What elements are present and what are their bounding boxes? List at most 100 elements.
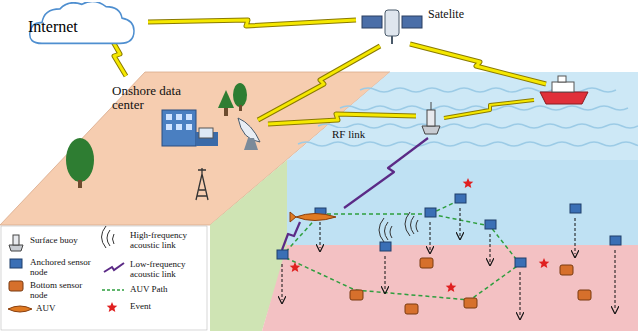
bottom-sensor-nodes bbox=[350, 258, 591, 314]
satellite bbox=[362, 10, 422, 44]
radio-tower-part bbox=[196, 168, 208, 200]
trees-part bbox=[239, 105, 242, 111]
events-part bbox=[446, 282, 457, 292]
radio-links-part bbox=[410, 44, 546, 84]
bottom-sensor-nodes-part bbox=[420, 258, 433, 268]
satellite-part bbox=[402, 16, 422, 28]
bottom-sensor-nodes-part bbox=[578, 290, 591, 300]
acoustic-links-part bbox=[344, 138, 428, 208]
data-center bbox=[162, 90, 234, 146]
anchor-lines-part bbox=[575, 218, 576, 254]
legend-symbols-part bbox=[13, 235, 19, 245]
anchor-lines-part bbox=[320, 222, 321, 248]
legend-symbols-part bbox=[8, 306, 32, 312]
anchored-sensor-nodes bbox=[277, 194, 621, 267]
anchored-sensor-nodes-part bbox=[610, 236, 621, 245]
radio-links-part bbox=[148, 20, 356, 26]
acoustic-links-part bbox=[379, 218, 392, 242]
radio-links-part bbox=[148, 20, 356, 26]
data-center-part bbox=[186, 114, 192, 120]
legend-symbols-part bbox=[10, 259, 22, 268]
ship-part bbox=[552, 82, 574, 92]
anchor-lines-part bbox=[520, 272, 521, 316]
anchored-sensor-nodes-part bbox=[277, 250, 288, 259]
trees-part bbox=[233, 83, 247, 107]
radio-links-part bbox=[112, 40, 126, 76]
radio-links-part bbox=[112, 40, 126, 76]
water-body bbox=[210, 160, 638, 331]
surface-buoy-part bbox=[427, 110, 435, 126]
legend-symbols bbox=[8, 226, 124, 312]
anchored-sensor-nodes-part bbox=[485, 220, 496, 229]
data-center-part bbox=[199, 128, 213, 138]
anchor-lines-part bbox=[282, 264, 283, 300]
acoustic-links-part bbox=[405, 212, 418, 236]
legend-symbols-part bbox=[9, 245, 23, 251]
auv-path-part bbox=[282, 214, 520, 300]
auv-part bbox=[296, 214, 336, 221]
radio-links-part bbox=[444, 100, 534, 118]
anchored-sensor-nodes-part bbox=[570, 204, 581, 213]
label-text: Satelite bbox=[428, 8, 464, 21]
label-text: Onshore data center bbox=[112, 84, 194, 113]
satellite-part bbox=[385, 10, 399, 36]
ship-part bbox=[558, 76, 566, 82]
node-text-wrap: Internet bbox=[28, 2, 138, 36]
events bbox=[290, 178, 550, 292]
anchor-lines-part bbox=[490, 234, 491, 262]
anchor-lines bbox=[282, 208, 615, 316]
data-center-part bbox=[162, 110, 196, 146]
legend-text: AUV Path bbox=[130, 285, 204, 295]
acoustic-links bbox=[282, 138, 428, 250]
radio-tower bbox=[196, 168, 208, 200]
node-title: Internet bbox=[28, 18, 138, 36]
bottom-sensor-nodes-part bbox=[464, 298, 477, 308]
anchor-lines-part bbox=[430, 222, 431, 250]
legend-symbols-part bbox=[9, 281, 23, 291]
sea-surface-part bbox=[360, 88, 616, 92]
bottom-sensor-nodes-part bbox=[405, 304, 418, 314]
auv-part bbox=[290, 212, 296, 222]
radio-links-part bbox=[258, 46, 380, 120]
anchor-lines-part bbox=[615, 250, 616, 310]
anchored-sensor-nodes-part bbox=[515, 258, 526, 267]
legend-symbols-part bbox=[107, 302, 118, 312]
legend-text: Anchored sensor node bbox=[30, 258, 100, 278]
radio-links-part bbox=[410, 44, 546, 84]
data-center-part bbox=[176, 124, 182, 130]
radio-links-part bbox=[268, 114, 416, 124]
legend-text: High-frequency acoustic link bbox=[130, 231, 204, 251]
antenna-dish-part bbox=[244, 138, 258, 150]
radio-links-part bbox=[444, 100, 534, 118]
ship bbox=[540, 76, 588, 104]
antenna-dish bbox=[238, 118, 260, 150]
anchored-sensor-nodes-part bbox=[455, 194, 466, 203]
events-part bbox=[290, 262, 301, 272]
legend-text: Bottom sensor node bbox=[30, 281, 100, 301]
data-center-part bbox=[166, 114, 172, 120]
legend-text: AUV bbox=[36, 304, 96, 314]
satellite-part bbox=[391, 36, 393, 44]
radio-links bbox=[112, 20, 546, 124]
legend-symbols-part bbox=[102, 226, 115, 248]
legend-symbols-part bbox=[104, 263, 124, 272]
surface-buoy-part bbox=[422, 126, 440, 134]
trees-part bbox=[78, 180, 82, 188]
label-text: RF link bbox=[330, 128, 367, 140]
data-center-part bbox=[218, 90, 234, 108]
radio-links-part bbox=[258, 46, 380, 120]
radio-links-part bbox=[268, 114, 416, 124]
anchor-lines-part bbox=[385, 256, 386, 290]
legend-text: Event bbox=[130, 302, 204, 312]
events-part bbox=[463, 178, 474, 188]
legend-text: Low-frequency acoustic link bbox=[130, 260, 204, 280]
bottom-sensor-nodes-part bbox=[560, 265, 573, 275]
ship-part bbox=[540, 92, 588, 104]
legend-text: Surface buoy bbox=[30, 236, 100, 246]
water-body-part bbox=[262, 245, 638, 331]
data-center-part bbox=[224, 108, 228, 116]
events-part bbox=[539, 258, 550, 268]
sea-surface-part bbox=[298, 142, 638, 146]
